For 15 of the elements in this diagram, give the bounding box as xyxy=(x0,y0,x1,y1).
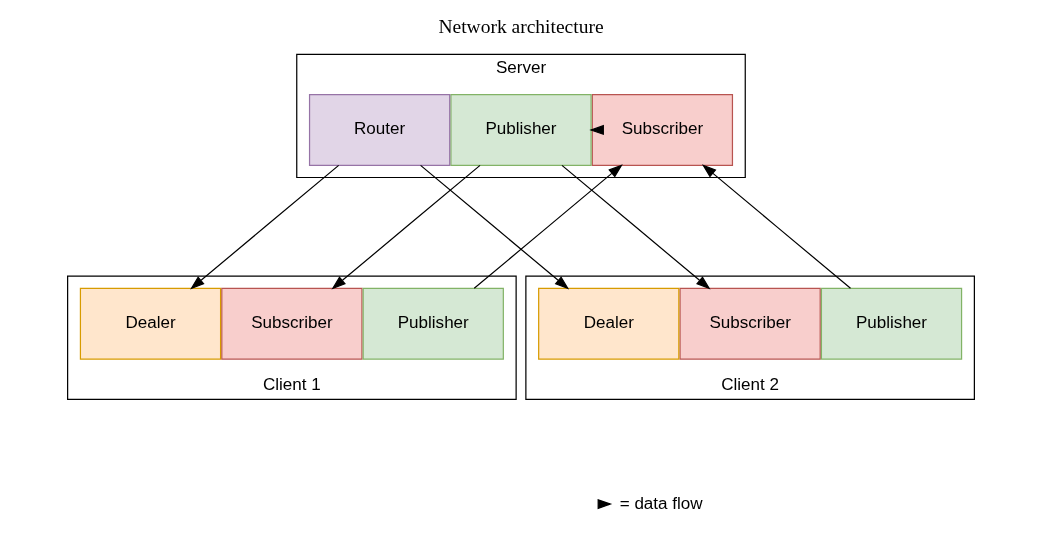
node-box: Router xyxy=(308,94,450,166)
arrow xyxy=(560,164,711,290)
arrow xyxy=(189,164,339,290)
node-box: Publisher xyxy=(820,287,962,360)
arrow xyxy=(419,164,569,290)
legend-label: = data flow xyxy=(619,493,703,513)
arrow xyxy=(701,164,851,289)
node-box: Dealer xyxy=(537,287,679,360)
arrow xyxy=(473,164,623,289)
node-box: Subscriber xyxy=(220,287,363,360)
diagram-title: Network architecture xyxy=(437,16,604,38)
node-box: Dealer xyxy=(79,287,221,360)
node-box: Publisher xyxy=(362,287,504,360)
node-box: Subscriber xyxy=(678,287,821,360)
arrow xyxy=(330,164,481,290)
